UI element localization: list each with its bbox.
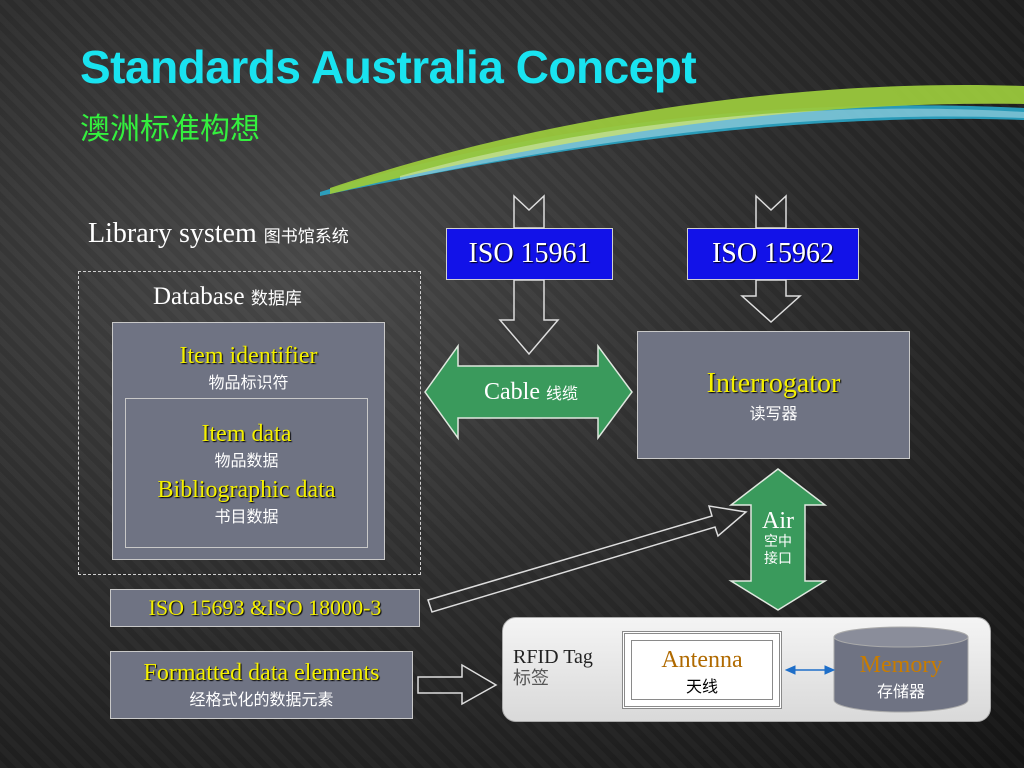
memory-label: Memory 存储器 (834, 652, 968, 702)
item-identifier-label: Item identifier (179, 343, 318, 369)
rfid-tag-label-en: RFID Tag (513, 646, 593, 668)
library-label-cn: 图书馆系统 (263, 227, 349, 247)
database-label: Database 数据库 (153, 283, 302, 311)
formatted-data-label: Formatted data elements (143, 660, 380, 686)
page-subtitle: 澳洲标准构想 (80, 112, 260, 147)
database-frame (78, 271, 421, 575)
bibliographic-data-label: Bibliographic data (157, 477, 336, 503)
library-label-en: Library system (88, 218, 257, 249)
rfid-tag-label-cn: 标签 (513, 668, 549, 689)
antenna-label: Antenna (661, 647, 743, 673)
antenna-box: Antenna 天线 (622, 631, 782, 709)
formatted-data-label-cn: 经格式化的数据元素 (189, 690, 334, 709)
formatted-data-elements-box: Formatted data elements 经格式化的数据元素 (110, 651, 413, 719)
iso-standards-label: ISO 15693 &ISO 18000-3 (148, 595, 382, 620)
library-system-label: Library system 图书馆系统 (88, 218, 349, 250)
interrogator-label-cn: 读写器 (749, 404, 798, 423)
air-label: Air 空中 接口 (745, 508, 811, 568)
iso-15962-box: ISO 15962 (687, 228, 859, 280)
interrogator-label: Interrogator (706, 368, 841, 399)
memory-label-cn: 存储器 (876, 682, 925, 701)
iso-15961-box: ISO 15961 (446, 228, 613, 280)
rfid-tag-label: RFID Tag 标签 (513, 646, 593, 690)
item-data-box: Item data 物品数据 Bibliographic data 书目数据 (125, 398, 368, 548)
item-data-label: Item data (201, 421, 292, 447)
bibliographic-data-label-cn: 书目数据 (214, 507, 279, 526)
cable-label-en: Cable (484, 379, 540, 405)
item-identifier-label-cn: 物品标识符 (208, 373, 289, 392)
memory-label-en: Memory (859, 652, 943, 678)
air-label-en: Air (762, 508, 794, 534)
database-label-cn: 数据库 (250, 289, 302, 309)
interrogator-box: Interrogator 读写器 (637, 331, 910, 459)
antenna-label-cn: 天线 (685, 677, 718, 696)
cable-label-cn: 线缆 (545, 384, 578, 403)
page-title: Standards Australia Concept (80, 41, 697, 93)
antenna-inner: Antenna 天线 (631, 640, 773, 700)
iso-standards-box: ISO 15693 &ISO 18000-3 (110, 589, 420, 627)
air-label-cn-1: 空中 (764, 534, 792, 550)
cable-label: Cable 线缆 (456, 379, 606, 406)
database-label-en: Database (153, 283, 245, 310)
air-label-cn-2: 接口 (764, 551, 792, 567)
item-data-label-cn: 物品数据 (214, 451, 279, 470)
